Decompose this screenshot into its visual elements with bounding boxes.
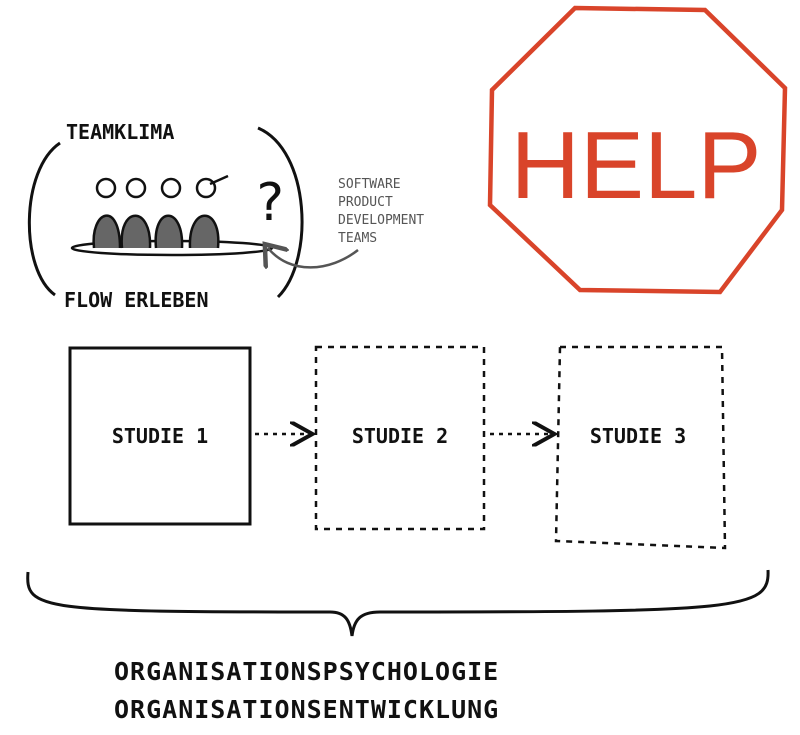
- teamklima-label: TEAMKLIMA: [66, 120, 174, 144]
- study-box-2: [314, 345, 486, 531]
- team-loop: TEAMKLIMA FLOW ERLEBEN ? SOFTWARE PRODUC…: [27, 120, 424, 312]
- svg-text:SOFTWARE: SOFTWARE: [338, 177, 401, 192]
- curved-arrow-icon: [268, 248, 359, 267]
- curly-brace-icon: [26, 569, 770, 637]
- studies-flow: STUDIE 1 STUDIE 2 STUDIE 3: [68, 345, 727, 550]
- svg-text:DEVELOPMENT: DEVELOPMENT: [338, 213, 424, 228]
- study-box-3: [554, 345, 727, 550]
- question-mark: ?: [254, 173, 285, 233]
- study-label-2: STUDIE 2: [352, 424, 448, 448]
- svg-text:PRODUCT: PRODUCT: [338, 195, 393, 210]
- help-label: HELP: [511, 112, 762, 219]
- team-figures-icon: [70, 174, 274, 257]
- flow-erleben-label: FLOW ERLEBEN: [64, 288, 209, 312]
- study-box-1: [68, 346, 252, 526]
- software-teams-annotation: SOFTWARE PRODUCT DEVELOPMENT TEAMS: [268, 177, 424, 267]
- study-label-1: STUDIE 1: [112, 424, 208, 448]
- study-label-3: STUDIE 3: [590, 424, 686, 448]
- help-stop-sign: HELP: [487, 5, 788, 295]
- svg-text:TEAMS: TEAMS: [338, 231, 377, 246]
- footer-line-1: ORGANISATIONSPSYCHOLOGIE: [114, 657, 499, 686]
- footer-line-2: ORGANISATIONSENTWICKLUNG: [114, 695, 499, 724]
